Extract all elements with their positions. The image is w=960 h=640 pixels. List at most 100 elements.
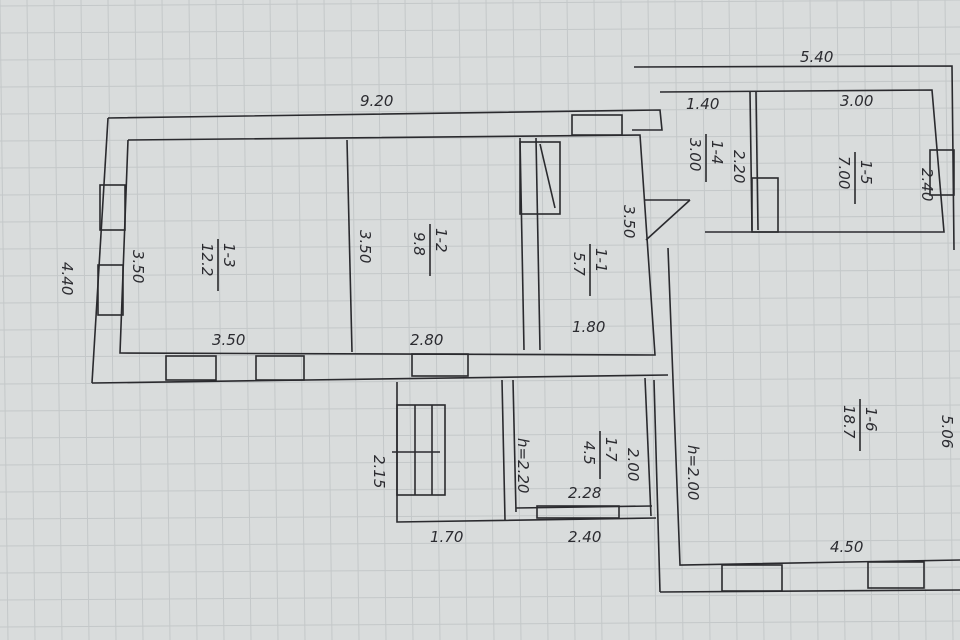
grid-line	[485, 0, 495, 640]
grid-line	[26, 0, 36, 640]
grid-line	[0, 593, 960, 601]
room-1-6: 1-6 18.7	[840, 399, 880, 451]
grid-line	[944, 0, 954, 640]
grid-line	[890, 0, 900, 640]
grid-line	[0, 620, 960, 628]
grid-line	[0, 161, 960, 169]
grid-line	[0, 26, 960, 34]
dim-1-7-height: h=2.20	[514, 438, 532, 493]
room-id: 1-2	[432, 228, 450, 253]
grid-line	[809, 0, 819, 640]
dim-overall-width-right: 5.40	[800, 48, 833, 66]
grid-line	[0, 404, 960, 412]
room-1-4: 1-4 3.00	[686, 134, 726, 182]
grid-line	[404, 0, 414, 640]
room-id: 1-5	[857, 160, 875, 185]
grid-line	[0, 107, 960, 115]
dim-right-block-depth: 5.06	[938, 415, 956, 448]
grid-line	[0, 53, 960, 61]
grid-line	[728, 0, 738, 640]
grid-line	[620, 0, 630, 640]
grid-line	[134, 0, 144, 640]
room-1-7: 1-7 4.5	[580, 431, 620, 479]
grid-line	[188, 0, 198, 640]
room-id: 1-1	[592, 248, 610, 273]
grid-line	[0, 242, 960, 250]
grid-line	[296, 0, 306, 640]
grid-line	[215, 0, 225, 640]
room-area: 3.00	[686, 138, 704, 171]
room-1-1: 1-1 5.7	[570, 244, 610, 296]
grid-line	[0, 323, 960, 331]
grid-line	[0, 215, 960, 223]
dim-1-6-height: h=2.00	[684, 445, 702, 500]
grid-line	[0, 296, 960, 304]
dim-1-1-width: 1.80	[572, 318, 605, 336]
room-1-3: 1-3 12.2	[198, 239, 238, 291]
dim-1-4-width: 1.40	[686, 95, 719, 113]
grid-line	[458, 0, 468, 640]
grid-line	[0, 80, 960, 88]
grid-line	[701, 0, 711, 640]
grid-line	[0, 269, 960, 277]
grid-line	[0, 377, 960, 385]
dim-1-4-depth: 2.20	[730, 150, 748, 183]
grid-line	[350, 0, 360, 640]
grid-line	[107, 0, 117, 640]
dim-stair-width: 1.70	[430, 528, 463, 546]
dim-1-2-depth: 3.50	[356, 230, 374, 263]
room-labels: 1-3 12.2 1-2 9.8 1-1 5.7 1-4 3.00 1-5 7.…	[198, 134, 880, 479]
grid-line	[539, 0, 549, 640]
room-area: 12.2	[198, 243, 216, 276]
grid-line	[836, 0, 846, 640]
room-area: 9.8	[410, 232, 428, 256]
dim-1-3-width: 3.50	[212, 331, 245, 349]
dim-stair-depth: 2.15	[370, 455, 388, 488]
grid-line	[0, 0, 960, 7]
room-id: 1-7	[602, 437, 620, 462]
grid-line	[242, 0, 252, 640]
grid-line	[53, 0, 63, 640]
grid-line	[431, 0, 441, 640]
dim-1-1-depth: 3.50	[620, 205, 638, 238]
grid-line	[161, 0, 171, 640]
grid-line	[0, 458, 960, 466]
dim-1-7-width: 2.40	[568, 528, 601, 546]
dimension-labels: 9.20 5.40 4.40 3.50 3.50 3.50 2.80 1.80 …	[58, 48, 956, 556]
grid-line	[0, 485, 960, 493]
dim-1-5-width: 3.00	[840, 92, 873, 110]
room-id: 1-6	[862, 407, 880, 432]
room-area: 7.00	[835, 156, 853, 189]
grid-line	[377, 0, 387, 640]
grid-line	[0, 512, 960, 520]
grid-line	[269, 0, 279, 640]
grid-line	[566, 0, 576, 640]
grid-line	[755, 0, 765, 640]
dim-1-5-depth: 2.40	[918, 168, 936, 201]
dim-1-2-width: 2.80	[410, 331, 443, 349]
grid-line	[323, 0, 333, 640]
room-area: 18.7	[840, 405, 858, 439]
dim-1-6-width: 4.50	[830, 538, 863, 556]
room-1-2: 1-2 9.8	[410, 224, 450, 276]
grid-line	[80, 0, 90, 640]
dim-1-3-depth: 3.50	[129, 250, 147, 283]
grid-line	[593, 0, 603, 640]
grid-line	[782, 0, 792, 640]
room-id: 1-4	[708, 140, 726, 165]
grid-line	[0, 431, 960, 439]
grid-line	[917, 0, 927, 640]
grid-line	[863, 0, 873, 640]
grid-line	[512, 0, 522, 640]
dim-1-7-depth: 2.00	[624, 448, 642, 481]
dim-overall-width-left: 9.20	[360, 92, 393, 110]
grid-line	[0, 188, 960, 196]
dim-overall-depth: 4.40	[58, 262, 76, 295]
grid-line	[0, 566, 960, 574]
grid-line	[674, 0, 684, 640]
room-1-5: 1-5 7.00	[835, 152, 875, 204]
dim-1-7-inner: 2.28	[568, 484, 601, 502]
room-area: 4.5	[580, 441, 598, 465]
